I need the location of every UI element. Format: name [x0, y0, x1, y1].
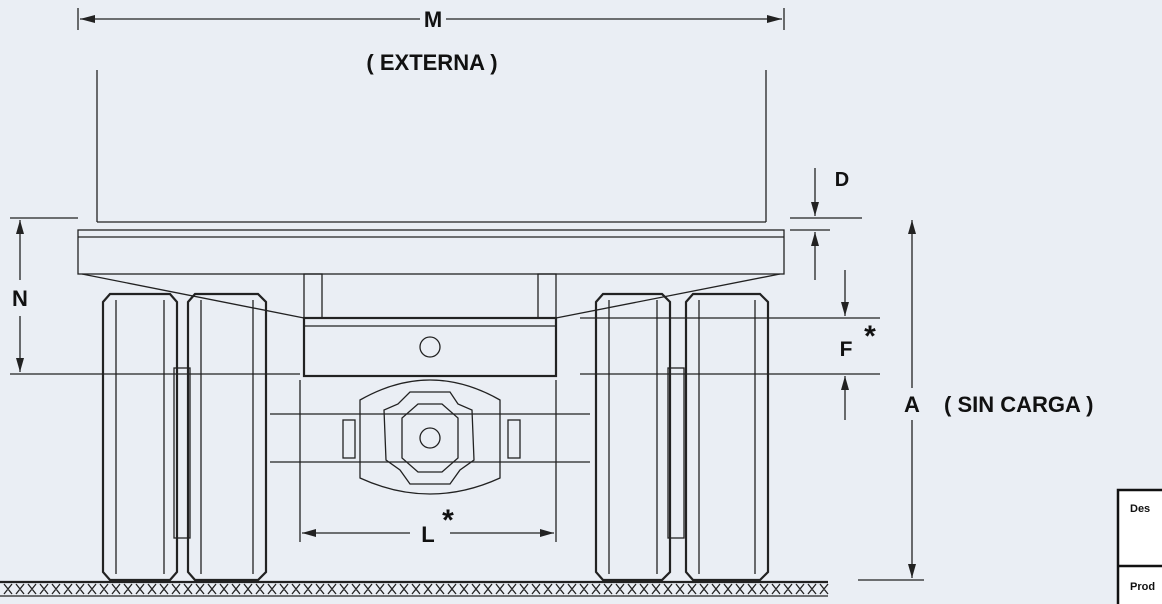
title-block-row2: Prod	[1130, 581, 1155, 593]
title-block-fragment: Des Prod	[1116, 488, 1162, 604]
title-block-row1: Des	[1130, 503, 1150, 515]
ground-hatch	[0, 580, 829, 597]
tire-left-outer	[101, 292, 179, 582]
dimension-f: F *	[580, 270, 880, 420]
tire-right-outer	[684, 292, 770, 582]
axle-assembly	[270, 379, 590, 495]
tires	[101, 292, 770, 582]
dimension-a-label: A	[904, 392, 920, 417]
dimension-n-label: N	[12, 286, 28, 311]
dimension-l: L *	[299, 380, 557, 547]
truck-body	[96, 70, 767, 223]
dimension-m-label: M	[424, 7, 442, 32]
chassis-beam	[77, 229, 785, 378]
dimension-n: N	[10, 217, 300, 375]
sin-carga-label: ( SIN CARGA )	[944, 392, 1094, 417]
dimension-l-label: L	[421, 522, 434, 547]
dimension-a: A ( SIN CARGA )	[858, 220, 1094, 581]
tire-right-inner	[594, 292, 672, 582]
dimension-d-label: D	[835, 169, 849, 191]
dimension-l-asterisk: *	[442, 504, 454, 537]
dimension-f-label: F	[840, 338, 853, 361]
dimension-d: D	[790, 168, 862, 280]
externa-label: ( EXTERNA )	[366, 50, 497, 75]
tire-left-inner	[186, 292, 268, 582]
dimension-f-asterisk: *	[864, 320, 876, 353]
dimension-m: M ( EXTERNA )	[77, 7, 785, 75]
